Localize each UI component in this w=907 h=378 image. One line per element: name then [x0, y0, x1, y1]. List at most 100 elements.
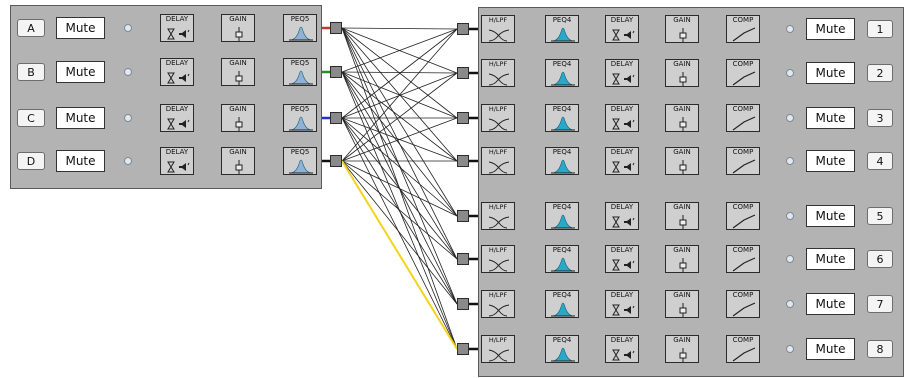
h-lpf-block[interactable]: H/LPF: [481, 202, 515, 230]
output-connector-icon: [786, 114, 794, 122]
input-connector-icon: [124, 114, 132, 122]
delay-block[interactable]: DELAY: [160, 147, 194, 175]
delay-block[interactable]: DELAY: [605, 104, 639, 132]
input-channel-d-button[interactable]: D: [17, 152, 45, 170]
peq5-block[interactable]: PEQ5: [283, 104, 317, 132]
delay-block[interactable]: DELAY: [605, 290, 639, 318]
input-mute-button[interactable]: Mute: [56, 150, 105, 172]
output-connector-icon: [786, 212, 794, 220]
output-channel-7-button[interactable]: 7: [867, 295, 893, 313]
output-mute-button[interactable]: Mute: [806, 62, 855, 84]
output-mute-button[interactable]: Mute: [806, 293, 855, 315]
output-mute-button[interactable]: Mute: [806, 107, 855, 129]
block-label: H/LPF: [488, 203, 508, 211]
output-channel-8-button[interactable]: 8: [867, 340, 893, 358]
peq5-block[interactable]: PEQ5: [283, 14, 317, 42]
output-mute-button[interactable]: Mute: [806, 338, 855, 360]
peq4-block[interactable]: PEQ4: [545, 202, 579, 230]
input-channel-b-button[interactable]: B: [17, 63, 45, 81]
delay-block[interactable]: DELAY: [605, 59, 639, 87]
block-label: PEQ5: [290, 105, 310, 113]
output-mute-button[interactable]: Mute: [806, 150, 855, 172]
peq4-block[interactable]: PEQ4: [545, 290, 579, 318]
block-label: DELAY: [165, 15, 189, 23]
input-matrix-node[interactable]: [330, 112, 342, 124]
input-mute-button[interactable]: Mute: [56, 17, 105, 39]
delay-block[interactable]: DELAY: [160, 58, 194, 86]
comp-block[interactable]: COMP: [726, 147, 760, 175]
gain-block[interactable]: GAIN: [221, 104, 255, 132]
output-matrix-node[interactable]: [457, 210, 469, 222]
peq4-block[interactable]: PEQ4: [545, 104, 579, 132]
output-matrix-node[interactable]: [457, 298, 469, 310]
output-matrix-node[interactable]: [457, 253, 469, 265]
delay-block[interactable]: DELAY: [605, 335, 639, 363]
output-mute-button[interactable]: Mute: [806, 248, 855, 270]
input-mute-button[interactable]: Mute: [56, 61, 105, 83]
output-channel-3-button[interactable]: 3: [867, 109, 893, 127]
peq4-block[interactable]: PEQ4: [545, 59, 579, 87]
output-connector-icon: [786, 300, 794, 308]
matrix-wire: [341, 71, 458, 260]
gain-block[interactable]: GAIN: [665, 104, 699, 132]
peq4-block[interactable]: PEQ4: [545, 147, 579, 175]
h-lpf-block[interactable]: H/LPF: [481, 245, 515, 273]
comp-block[interactable]: COMP: [726, 245, 760, 273]
comp-block[interactable]: COMP: [726, 59, 760, 87]
gain-block[interactable]: GAIN: [221, 147, 255, 175]
output-matrix-node[interactable]: [457, 343, 469, 355]
h-lpf-block[interactable]: H/LPF: [481, 147, 515, 175]
h-lpf-block[interactable]: H/LPF: [481, 335, 515, 363]
input-matrix-node[interactable]: [330, 22, 342, 34]
gain-block[interactable]: GAIN: [665, 245, 699, 273]
input-matrix-node[interactable]: [330, 155, 342, 167]
gain-block[interactable]: GAIN: [665, 147, 699, 175]
output-matrix-node[interactable]: [457, 155, 469, 167]
peq4-block[interactable]: PEQ4: [545, 335, 579, 363]
output-matrix-node[interactable]: [457, 112, 469, 124]
input-channel-a-button[interactable]: A: [17, 19, 45, 37]
peq4-block[interactable]: PEQ4: [545, 15, 579, 43]
gain-block[interactable]: GAIN: [665, 202, 699, 230]
comp-block[interactable]: COMP: [726, 15, 760, 43]
delay-block[interactable]: DELAY: [605, 147, 639, 175]
output-mute-button[interactable]: Mute: [806, 205, 855, 227]
peq5-block[interactable]: PEQ5: [283, 147, 317, 175]
comp-block[interactable]: COMP: [726, 104, 760, 132]
h-lpf-block[interactable]: H/LPF: [481, 104, 515, 132]
peq4-block[interactable]: PEQ4: [545, 245, 579, 273]
output-matrix-node[interactable]: [457, 23, 469, 35]
matrix-wire: [341, 117, 458, 305]
output-channel-6-button[interactable]: 6: [867, 250, 893, 268]
output-channel-2-button[interactable]: 2: [867, 64, 893, 82]
input-mute-button[interactable]: Mute: [56, 107, 105, 129]
output-mute-button[interactable]: Mute: [806, 18, 855, 40]
gain-block[interactable]: GAIN: [665, 15, 699, 43]
block-label: PEQ5: [290, 15, 310, 23]
delay-block[interactable]: DELAY: [160, 104, 194, 132]
gain-block[interactable]: GAIN: [221, 58, 255, 86]
gain-block[interactable]: GAIN: [221, 14, 255, 42]
output-channel-1-button[interactable]: 1: [867, 20, 893, 38]
comp-block[interactable]: COMP: [726, 202, 760, 230]
delay-block[interactable]: DELAY: [605, 202, 639, 230]
output-matrix-node[interactable]: [457, 67, 469, 79]
block-label: H/LPF: [488, 60, 508, 68]
output-channel-4-button[interactable]: 4: [867, 152, 893, 170]
peq5-block[interactable]: PEQ5: [283, 58, 317, 86]
output-channel-5-button[interactable]: 5: [867, 207, 893, 225]
delay-block[interactable]: DELAY: [160, 14, 194, 42]
delay-block[interactable]: DELAY: [605, 15, 639, 43]
h-lpf-block[interactable]: H/LPF: [481, 15, 515, 43]
comp-block[interactable]: COMP: [726, 290, 760, 318]
h-lpf-block[interactable]: H/LPF: [481, 290, 515, 318]
delay-block[interactable]: DELAY: [605, 245, 639, 273]
gain-block[interactable]: GAIN: [665, 290, 699, 318]
input-channel-c-button[interactable]: C: [17, 109, 45, 127]
block-label: DELAY: [165, 105, 189, 113]
input-matrix-node[interactable]: [330, 66, 342, 78]
gain-block[interactable]: GAIN: [665, 59, 699, 87]
gain-block[interactable]: GAIN: [665, 335, 699, 363]
comp-block[interactable]: COMP: [726, 335, 760, 363]
h-lpf-block[interactable]: H/LPF: [481, 59, 515, 87]
